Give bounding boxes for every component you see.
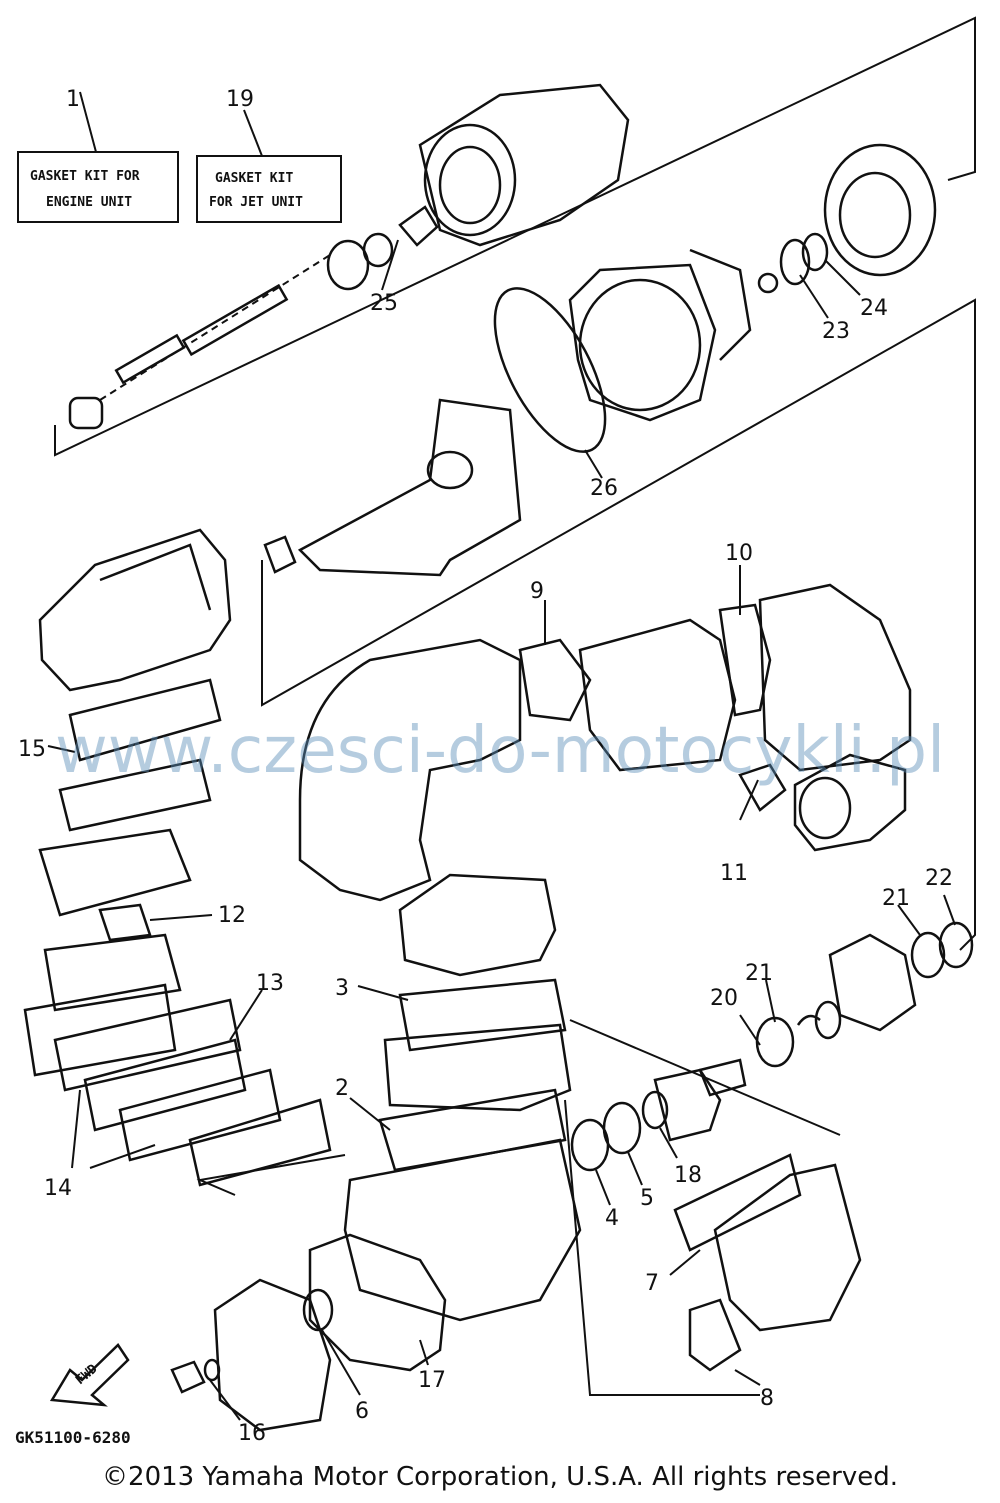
callout-4: 4 <box>605 1206 619 1231</box>
callout-20: 20 <box>710 986 738 1011</box>
drive-shaft <box>68 232 394 430</box>
watermark-text: www.czesci-do-motocykli.pl <box>55 714 945 788</box>
jet-unit-bracket <box>54 16 976 457</box>
kit-line-2-jet: FOR JET UNIT <box>209 195 303 210</box>
callout-5: 5 <box>640 1186 654 1211</box>
drawing-code: GK51100-6280 <box>15 1428 131 1447</box>
callout-24: 24 <box>860 296 888 321</box>
outlet-pipe <box>263 398 522 577</box>
kit-line-1-jet: GASKET KIT <box>215 171 293 186</box>
intake-manifold <box>673 1153 862 1372</box>
callout-14: 14 <box>44 1176 72 1201</box>
callout-13: 13 <box>256 971 284 996</box>
kit-box-engine: 1 GASKET KIT FOR ENGINE UNIT <box>17 87 179 223</box>
o-ring-26 <box>493 287 607 453</box>
flywheel-cover <box>170 1233 447 1432</box>
exhaust-chamber <box>38 528 232 692</box>
gasket-10-shape <box>718 603 772 717</box>
kit-number-19: 19 <box>226 87 254 112</box>
callout-22: 22 <box>925 866 953 891</box>
exhaust-pipe <box>298 583 912 902</box>
crank-seals <box>570 1058 747 1172</box>
callout-2: 2 <box>335 1076 349 1101</box>
leader-lines <box>47 239 956 1421</box>
callout-11: 11 <box>720 861 748 886</box>
callout-25: 25 <box>370 291 398 316</box>
kit-line-2-engine: ENGINE UNIT <box>46 195 132 210</box>
callout-23: 23 <box>822 319 850 344</box>
gasket-9-shape <box>518 638 592 722</box>
callout-10: 10 <box>725 541 753 566</box>
copyright-notice: ©2013 Yamaha Motor Corporation, U.S.A. A… <box>102 1462 898 1492</box>
callout-8: 8 <box>760 1386 774 1411</box>
bearing-housing <box>755 921 974 1068</box>
manifold-gaskets <box>23 678 332 1187</box>
callout-3: 3 <box>335 976 349 1001</box>
kit-line-1-engine: GASKET KIT FOR <box>30 169 140 184</box>
callout-21-lower: 21 <box>745 961 773 986</box>
pump-housing-bracket <box>261 298 976 951</box>
callout-26: 26 <box>590 476 618 501</box>
callout-16: 16 <box>238 1421 266 1446</box>
callout-18: 18 <box>674 1163 702 1188</box>
engine-block <box>343 873 582 1322</box>
kit-number-1: 1 <box>66 87 80 112</box>
callout-6: 6 <box>355 1399 369 1424</box>
callout-15: 15 <box>18 737 46 762</box>
callout-numbers: 25 23 24 26 9 10 11 12 13 14 15 3 2 4 5 … <box>18 291 953 1446</box>
pump-housing <box>568 143 937 422</box>
fwd-arrow: FWD <box>49 1343 130 1407</box>
callout-21-upper: 21 <box>882 886 910 911</box>
callout-17: 17 <box>418 1368 446 1393</box>
callout-9: 9 <box>530 579 544 604</box>
intermediate-housing <box>398 83 630 247</box>
kit-box-jet: 19 GASKET KIT FOR JET UNIT <box>196 87 342 223</box>
callout-7: 7 <box>645 1271 659 1296</box>
callout-12: 12 <box>218 903 246 928</box>
